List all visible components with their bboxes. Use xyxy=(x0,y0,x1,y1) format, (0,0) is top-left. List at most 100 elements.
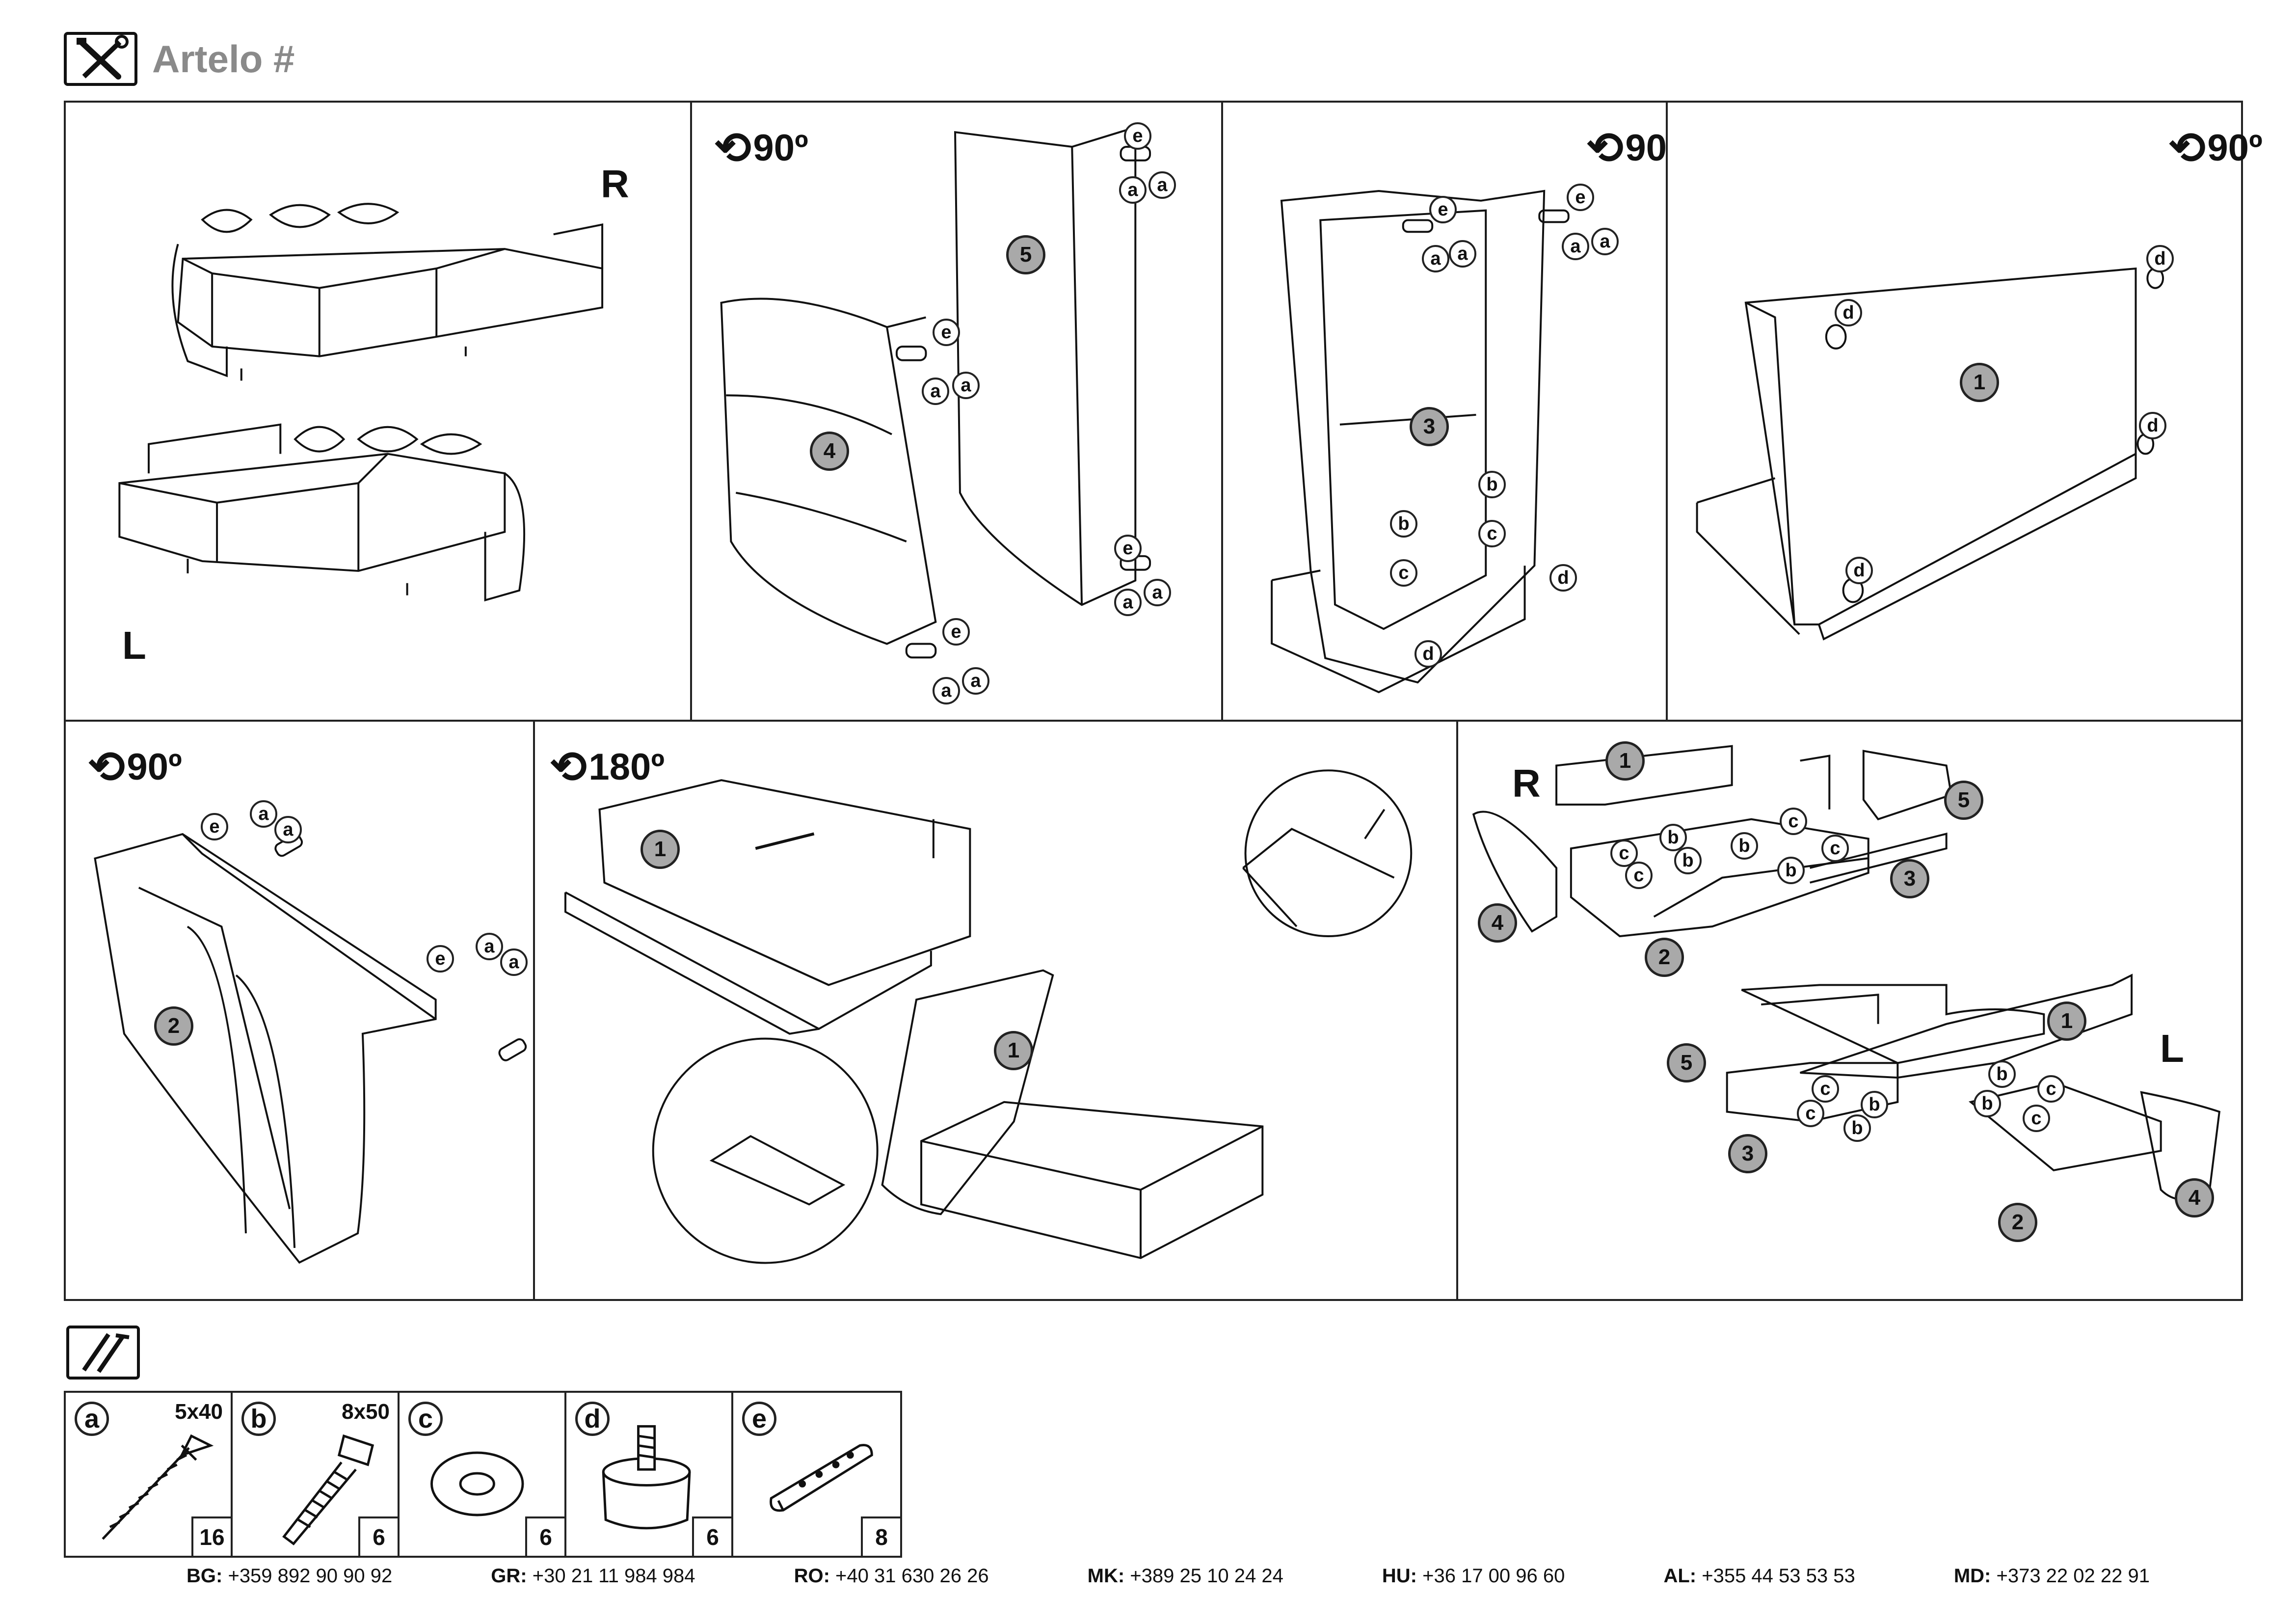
fastener-label: a xyxy=(500,948,528,976)
right-version-label: R xyxy=(1512,761,1541,805)
part-number-badge: 2 xyxy=(154,1006,193,1046)
hardware-item: d 6 xyxy=(566,1393,733,1556)
part-number-badge: 5 xyxy=(1944,781,1983,820)
fastener-label: a xyxy=(1591,228,1619,255)
left-version-label: L xyxy=(122,623,146,667)
contact-entry: HU: +36 17 00 96 60 xyxy=(1382,1565,1565,1587)
hardware-size: 5x40 xyxy=(175,1400,223,1424)
hardware-icon xyxy=(66,1326,140,1380)
fastener-label: b xyxy=(1861,1091,1888,1118)
contact-entry: BG: +359 892 90 90 92 xyxy=(187,1565,392,1587)
hardware-item: a 5x40 16 xyxy=(66,1393,233,1556)
phone-number: +359 892 90 90 92 xyxy=(228,1565,393,1587)
furniture-foot-icon xyxy=(602,1425,691,1530)
tools-icon xyxy=(64,32,137,86)
left-version-label: L xyxy=(2160,1027,2184,1070)
fastener-label: e xyxy=(427,945,454,973)
part-number-badge: 1 xyxy=(1960,363,1999,402)
rotate-180-indicator: ⟲180º xyxy=(550,741,665,793)
fastener-label: c xyxy=(1780,808,1807,835)
fastener-label: b xyxy=(1843,1114,1871,1142)
part-number-badge: 5 xyxy=(1006,235,1045,274)
fastener-label: a xyxy=(1114,589,1142,616)
washer-icon xyxy=(430,1451,524,1516)
hardware-item: b 8x50 6 xyxy=(233,1393,400,1556)
hardware-letter: c xyxy=(408,1402,443,1436)
right-version-label: R xyxy=(601,162,629,206)
country-code: MK: xyxy=(1087,1565,1125,1587)
part-number-badge: 2 xyxy=(1645,938,1684,977)
fastener-label: a xyxy=(1144,579,1171,606)
armrest-illustration xyxy=(720,126,1151,659)
hinge-lid-illustration xyxy=(564,769,1413,1264)
fastener-label: c xyxy=(1625,862,1653,889)
part-number-badge: 4 xyxy=(2175,1178,2214,1218)
hardware-item: e 8 xyxy=(733,1393,900,1556)
rotate-arrow-icon: ⟲ xyxy=(2168,124,2206,173)
country-code: GR: xyxy=(491,1565,527,1587)
fastener-label: e xyxy=(1114,535,1142,562)
country-code: BG: xyxy=(187,1565,223,1587)
wood-screw-icon xyxy=(102,1434,214,1540)
fastener-label: b xyxy=(1777,857,1805,884)
rotate-90-indicator: ⟲90º xyxy=(88,741,182,793)
rotation-label: 90º xyxy=(2207,127,2263,169)
rotate-90-indicator: ⟲90º xyxy=(714,122,808,174)
fastener-label: b xyxy=(1988,1060,2016,1088)
fastener-label: d xyxy=(1549,564,1577,592)
fastener-label: c xyxy=(1821,835,1849,862)
fastener-label: a xyxy=(274,816,302,843)
fastener-label: b xyxy=(1659,824,1687,851)
part-number-badge: 4 xyxy=(810,432,849,471)
rotate-arrow-icon: ⟲ xyxy=(714,124,751,173)
hardware-letter: e xyxy=(742,1402,776,1436)
hardware-size: 8x50 xyxy=(342,1400,390,1424)
rotate-arrow-icon: ⟲ xyxy=(1586,124,1624,173)
country-code: RO: xyxy=(794,1565,830,1587)
fastener-label: a xyxy=(1119,176,1147,204)
fastener-label: e xyxy=(933,319,960,346)
fastener-label: d xyxy=(2139,412,2166,439)
contact-entry: MD: +373 22 02 22 91 xyxy=(1954,1565,2150,1587)
fastener-label: e xyxy=(1567,184,1594,211)
step-panel-backrest-feet: ⟲90º 1 d d d d xyxy=(1666,101,2263,722)
fastener-label: e xyxy=(1124,122,1151,150)
part-number-badge: 4 xyxy=(1478,903,1517,943)
fastener-label: a xyxy=(1148,171,1176,199)
hardware-quantity: 8 xyxy=(861,1516,900,1556)
hardware-quantity: 6 xyxy=(692,1516,731,1556)
phone-number: +30 21 11 984 984 xyxy=(532,1565,695,1587)
part-number-badge: 5 xyxy=(1667,1043,1706,1083)
hardware-item: c 6 xyxy=(400,1393,566,1556)
fastener-label: c xyxy=(1797,1100,1824,1127)
seat-illustration xyxy=(94,833,527,1264)
step-panel-overview: R L xyxy=(64,101,692,722)
fastener-label: a xyxy=(1422,245,1449,272)
fastener-label: b xyxy=(1674,847,1702,874)
fastener-label: d xyxy=(1415,640,1442,668)
part-number-badge: 3 xyxy=(1890,859,1929,898)
fastener-label: c xyxy=(1812,1075,1839,1103)
country-code: AL: xyxy=(1663,1565,1697,1587)
phone-number: +373 22 02 22 91 xyxy=(1996,1565,2150,1587)
hardware-quantity: 6 xyxy=(525,1516,564,1556)
step-panel-hinge-lid: ⟲180º 1 1 xyxy=(533,720,1458,1301)
rotation-label: 90º xyxy=(753,127,808,169)
fastener-label: a xyxy=(962,667,989,695)
part-number-badge: 3 xyxy=(1410,407,1449,446)
fastener-label: d xyxy=(1835,299,1862,326)
fastener-label: e xyxy=(1429,196,1457,223)
contact-footer: BG: +359 892 90 90 92 GR: +30 21 11 984 … xyxy=(187,1565,2150,1587)
contact-entry: MK: +389 25 10 24 24 xyxy=(1088,1565,1283,1587)
fastener-label: a xyxy=(1562,233,1589,260)
rotate-arrow-icon: ⟲ xyxy=(88,743,125,792)
hardware-table: a 5x40 16 b 8x50 6 c 6 xyxy=(64,1391,902,1558)
step-panel-frame: ⟲90º 3 e a a e a a b c b c d d xyxy=(1221,101,1681,722)
fastener-label: c xyxy=(2037,1075,2065,1103)
part-number-badge: 1 xyxy=(1605,741,1645,781)
fastener-label: b xyxy=(1390,510,1417,538)
phone-number: +36 17 00 96 60 xyxy=(1422,1565,1565,1587)
rotation-label: 180º xyxy=(588,746,665,788)
connector-bracket-icon xyxy=(770,1444,873,1512)
fastener-label: a xyxy=(933,677,960,704)
